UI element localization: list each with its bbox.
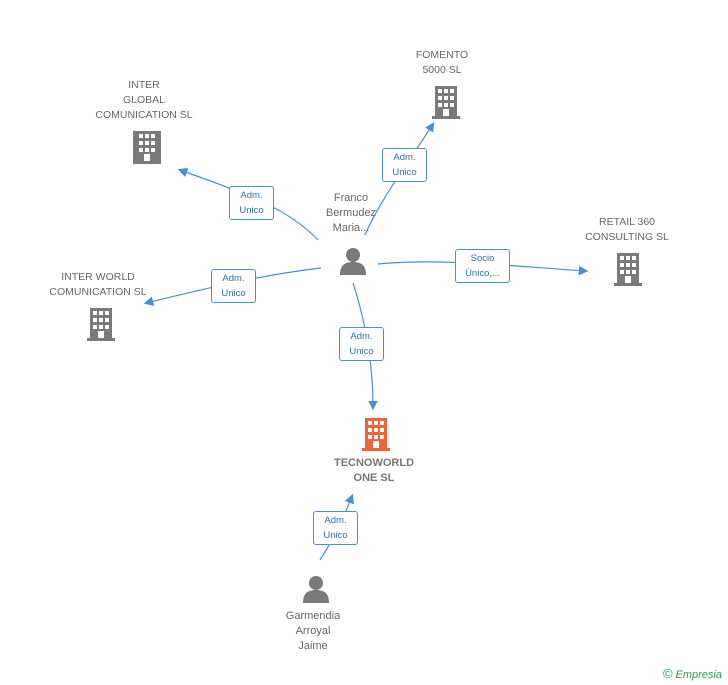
person-icon[interactable] bbox=[339, 247, 367, 280]
brand-name: Empresia bbox=[675, 669, 722, 681]
building-icon[interactable] bbox=[133, 131, 161, 169]
person-icon[interactable] bbox=[302, 575, 330, 608]
edge-label-fomento: Adm. Unico bbox=[382, 148, 427, 182]
person-label-garmendia[interactable]: Garmendia Arroyal Jaime bbox=[285, 610, 341, 652]
edge-label-inter-global: Adm. Unico bbox=[229, 186, 274, 220]
company-label-inter-world[interactable]: INTER WORLD COMUNICATION SL bbox=[49, 271, 147, 298]
building-icon[interactable] bbox=[432, 86, 460, 124]
edge-label-garmendia: Adm. Unico bbox=[313, 511, 358, 545]
building-icon[interactable] bbox=[614, 253, 642, 291]
building-icon[interactable] bbox=[87, 308, 115, 346]
edge-label-inter-world: Adm. Unico bbox=[211, 269, 256, 303]
edge-label-tecnoworld: Adm. Unico bbox=[339, 327, 384, 361]
company-label-retail[interactable]: RETAIL 360 CONSULTING SL bbox=[585, 216, 669, 243]
edge-label-retail: Socio Único,... bbox=[455, 249, 510, 283]
copyright-icon: © bbox=[662, 666, 673, 681]
company-label-tecnoworld[interactable]: TECNOWORLD ONE SL bbox=[333, 457, 415, 484]
company-label-fomento[interactable]: FOMENTO 5000 SL bbox=[415, 49, 469, 76]
brand-footer: ©Empresia bbox=[663, 666, 722, 681]
company-label-inter-global[interactable]: INTER GLOBAL COMUNICATION SL bbox=[95, 79, 193, 121]
person-label-franco[interactable]: Franco Bermudez Maria... bbox=[325, 192, 377, 234]
main-building-icon[interactable] bbox=[362, 418, 390, 456]
